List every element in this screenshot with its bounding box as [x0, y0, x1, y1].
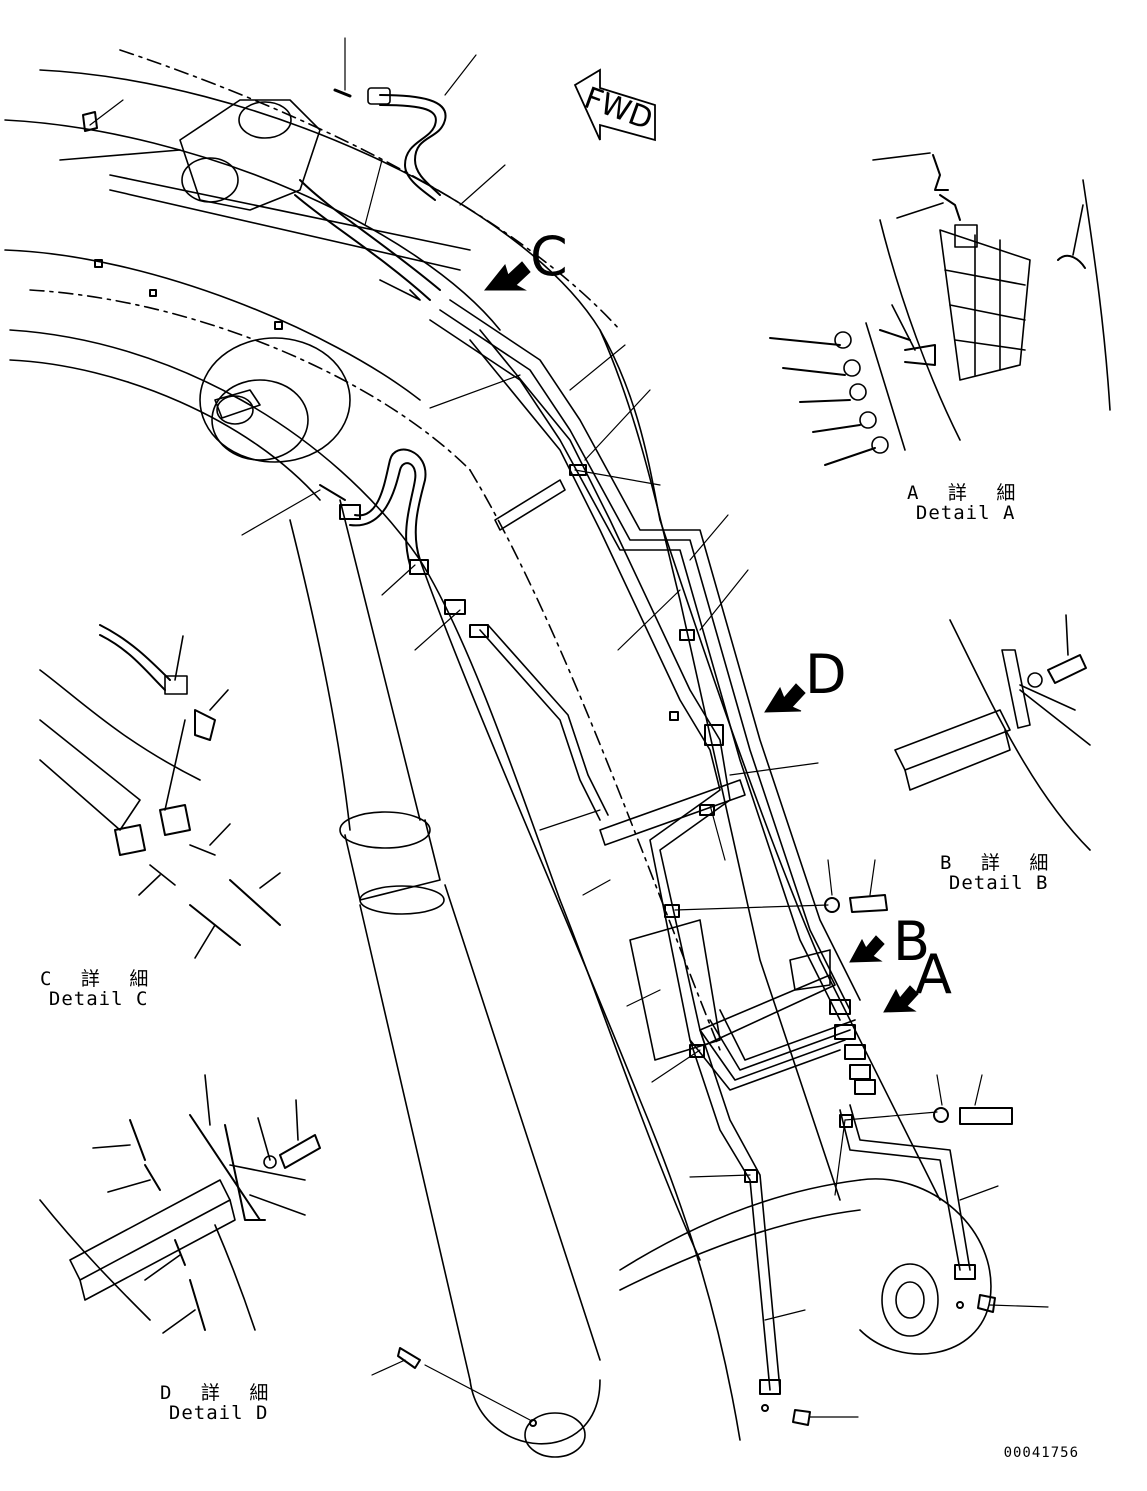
- hydraulic-cylinder: [199, 337, 601, 1458]
- detail-c-jp: C 詳 細: [40, 968, 158, 990]
- middle-hose: [319, 448, 489, 638]
- view-arrow-b: [849, 935, 885, 963]
- detail-a-en: Detail A: [915, 501, 1016, 524]
- view-letter-c: C: [530, 225, 568, 288]
- view-letter-a: A: [915, 943, 952, 1006]
- detail-a-jp: A 詳 細: [907, 482, 1025, 504]
- detail-d-drawing: [39, 1074, 321, 1334]
- view-arrow-c: [483, 261, 531, 291]
- main-piping: [429, 299, 971, 1391]
- detail-c-label: C 詳 細 Detail C: [40, 968, 158, 1010]
- detail-b-en: Detail B: [948, 871, 1049, 894]
- detail-c-drawing: [39, 624, 281, 959]
- leader-lines: [89, 37, 1049, 1421]
- view-arrow-d: [764, 683, 806, 713]
- detail-c-en: Detail C: [48, 987, 149, 1010]
- top-pivot-bracket: [59, 99, 471, 301]
- detail-a-drawing: [769, 152, 1111, 466]
- view-letter-b: B: [893, 910, 931, 973]
- detail-b-jp: B 詳 細: [940, 852, 1058, 874]
- detail-b-drawing: [894, 614, 1091, 851]
- drawing-number: 00041756: [1003, 1445, 1079, 1461]
- fittings: [82, 111, 1013, 1427]
- upper-hose: [294, 87, 447, 301]
- fwd-arrow: FWD: [573, 68, 657, 142]
- boom-outline: [4, 49, 992, 1441]
- detail-d-en: Detail D: [168, 1401, 269, 1424]
- detail-b-label: B 詳 細 Detail B: [940, 852, 1058, 894]
- pipe-clamps: [569, 464, 976, 1395]
- detail-a-label: A 詳 細 Detail A: [907, 482, 1025, 524]
- detail-d-jp: D 詳 細: [160, 1382, 278, 1404]
- view-arrow-a: [883, 985, 919, 1013]
- view-letter-d: D: [805, 643, 847, 706]
- view-arrows: [483, 261, 919, 1013]
- detail-d-label: D 詳 細 Detail D: [160, 1382, 278, 1424]
